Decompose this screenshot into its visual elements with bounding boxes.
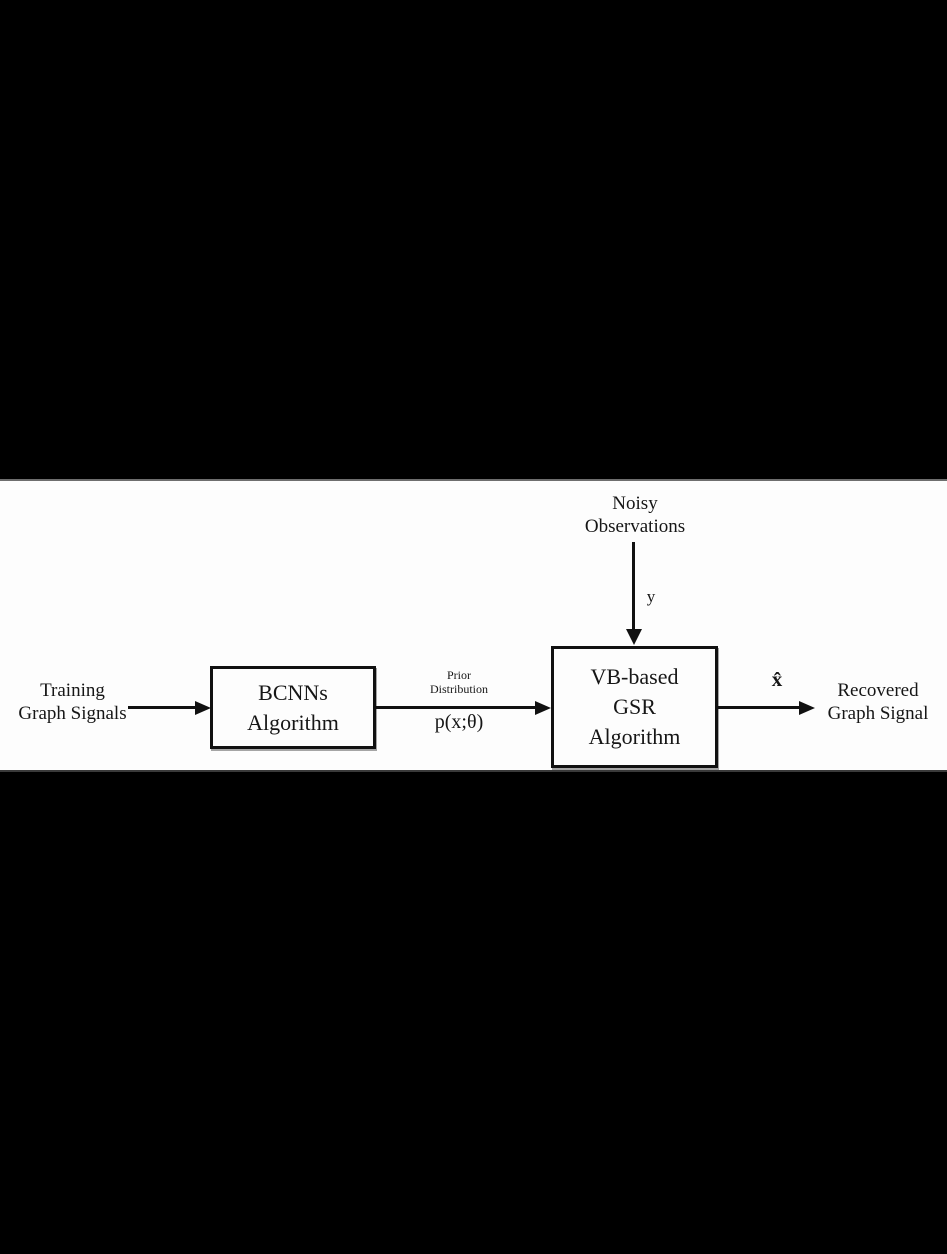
arrow-vb-to-output-head	[799, 701, 815, 715]
arrow-bcnn-to-vb-line	[376, 706, 536, 709]
arrow-noisy-to-vb-line	[632, 542, 635, 629]
diagram-canvas: Noisy Observations y Training Graph Sign…	[0, 479, 947, 772]
prior-math-label: p(x;θ)	[434, 711, 484, 733]
arrow-training-to-bcnn-line	[128, 706, 196, 709]
arrow-vb-to-output-line	[718, 706, 800, 709]
arrow-training-to-bcnn-head	[195, 701, 211, 715]
xhat-estimate-label: x̂	[771, 667, 783, 691]
prior-distribution-label: Prior Distribution	[429, 668, 488, 696]
signal-y-label: y	[646, 587, 656, 606]
training-graph-signals-label: Training Graph Signals	[18, 680, 127, 724]
arrow-noisy-to-vb-head	[626, 629, 642, 645]
bcnn-algorithm-block: BCNNs Algorithm	[210, 666, 376, 749]
recovered-graph-signal-label: Recovered Graph Signal	[827, 680, 929, 724]
vb-gsr-algorithm-block: VB-based GSR Algorithm	[551, 646, 718, 768]
arrow-bcnn-to-vb-head	[535, 701, 551, 715]
noisy-observations-label: Noisy Observations	[584, 493, 686, 537]
